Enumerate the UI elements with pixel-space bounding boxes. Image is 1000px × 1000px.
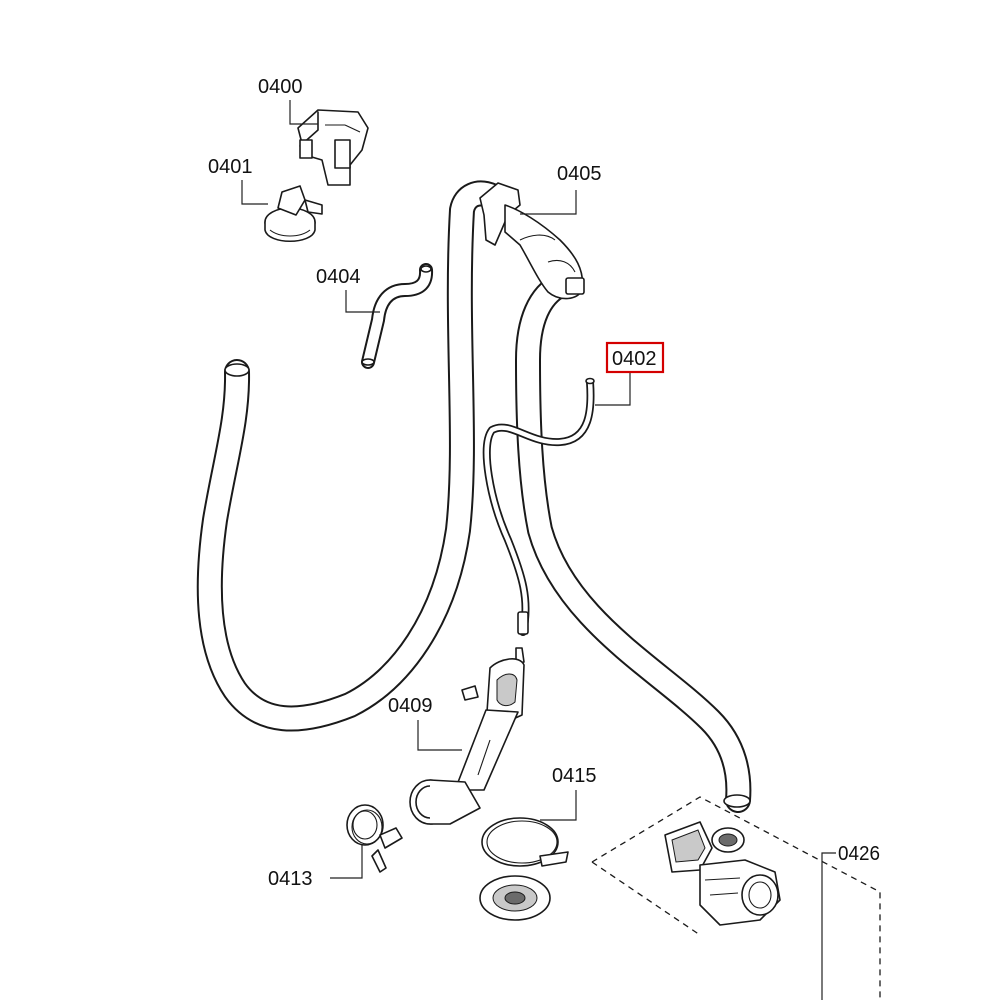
leader-0400: [289, 100, 318, 125]
label-0409[interactable]: 0409: [388, 695, 433, 717]
part-0405-connector: [479, 182, 585, 300]
label-0426[interactable]: 0426: [838, 843, 880, 865]
leader-0402: [595, 372, 631, 406]
drain-hose-loop: [196, 180, 505, 732]
highlight-box-0402: [605, 341, 665, 374]
leader-0415: [540, 790, 577, 821]
leader-0405: [520, 190, 577, 215]
leader-lines: [241, 100, 836, 1000]
label-0404[interactable]: 0404: [316, 266, 361, 288]
label-0400[interactable]: 0400: [258, 76, 303, 98]
label-0413[interactable]: 0413: [268, 868, 313, 890]
leader-0401: [241, 180, 268, 205]
label-0405[interactable]: 0405: [557, 163, 602, 185]
label-0415[interactable]: 0415: [552, 765, 597, 787]
leader-0404: [345, 290, 380, 313]
leader-0409: [417, 720, 462, 751]
part-0415-seal: [479, 817, 569, 921]
part-0426-pump-assembly: [591, 796, 881, 1000]
part-0402-tube: [482, 377, 595, 636]
part-0401-pressure-switch: [264, 185, 323, 242]
leader-0426: [821, 852, 836, 1000]
part-0413-clamp: [346, 804, 403, 873]
part-0409-sump: [409, 647, 525, 825]
part-labels: 0400 0401 0404 0405 0402 0409 0415 0413 …: [208, 76, 880, 890]
pump-hose: [515, 272, 752, 813]
label-0401[interactable]: 0401: [208, 156, 253, 178]
part-0404-hose: [361, 263, 434, 369]
part-0400-bracket: [297, 109, 369, 186]
leader-0413: [330, 845, 363, 879]
label-0402[interactable]: 0402: [612, 348, 657, 370]
